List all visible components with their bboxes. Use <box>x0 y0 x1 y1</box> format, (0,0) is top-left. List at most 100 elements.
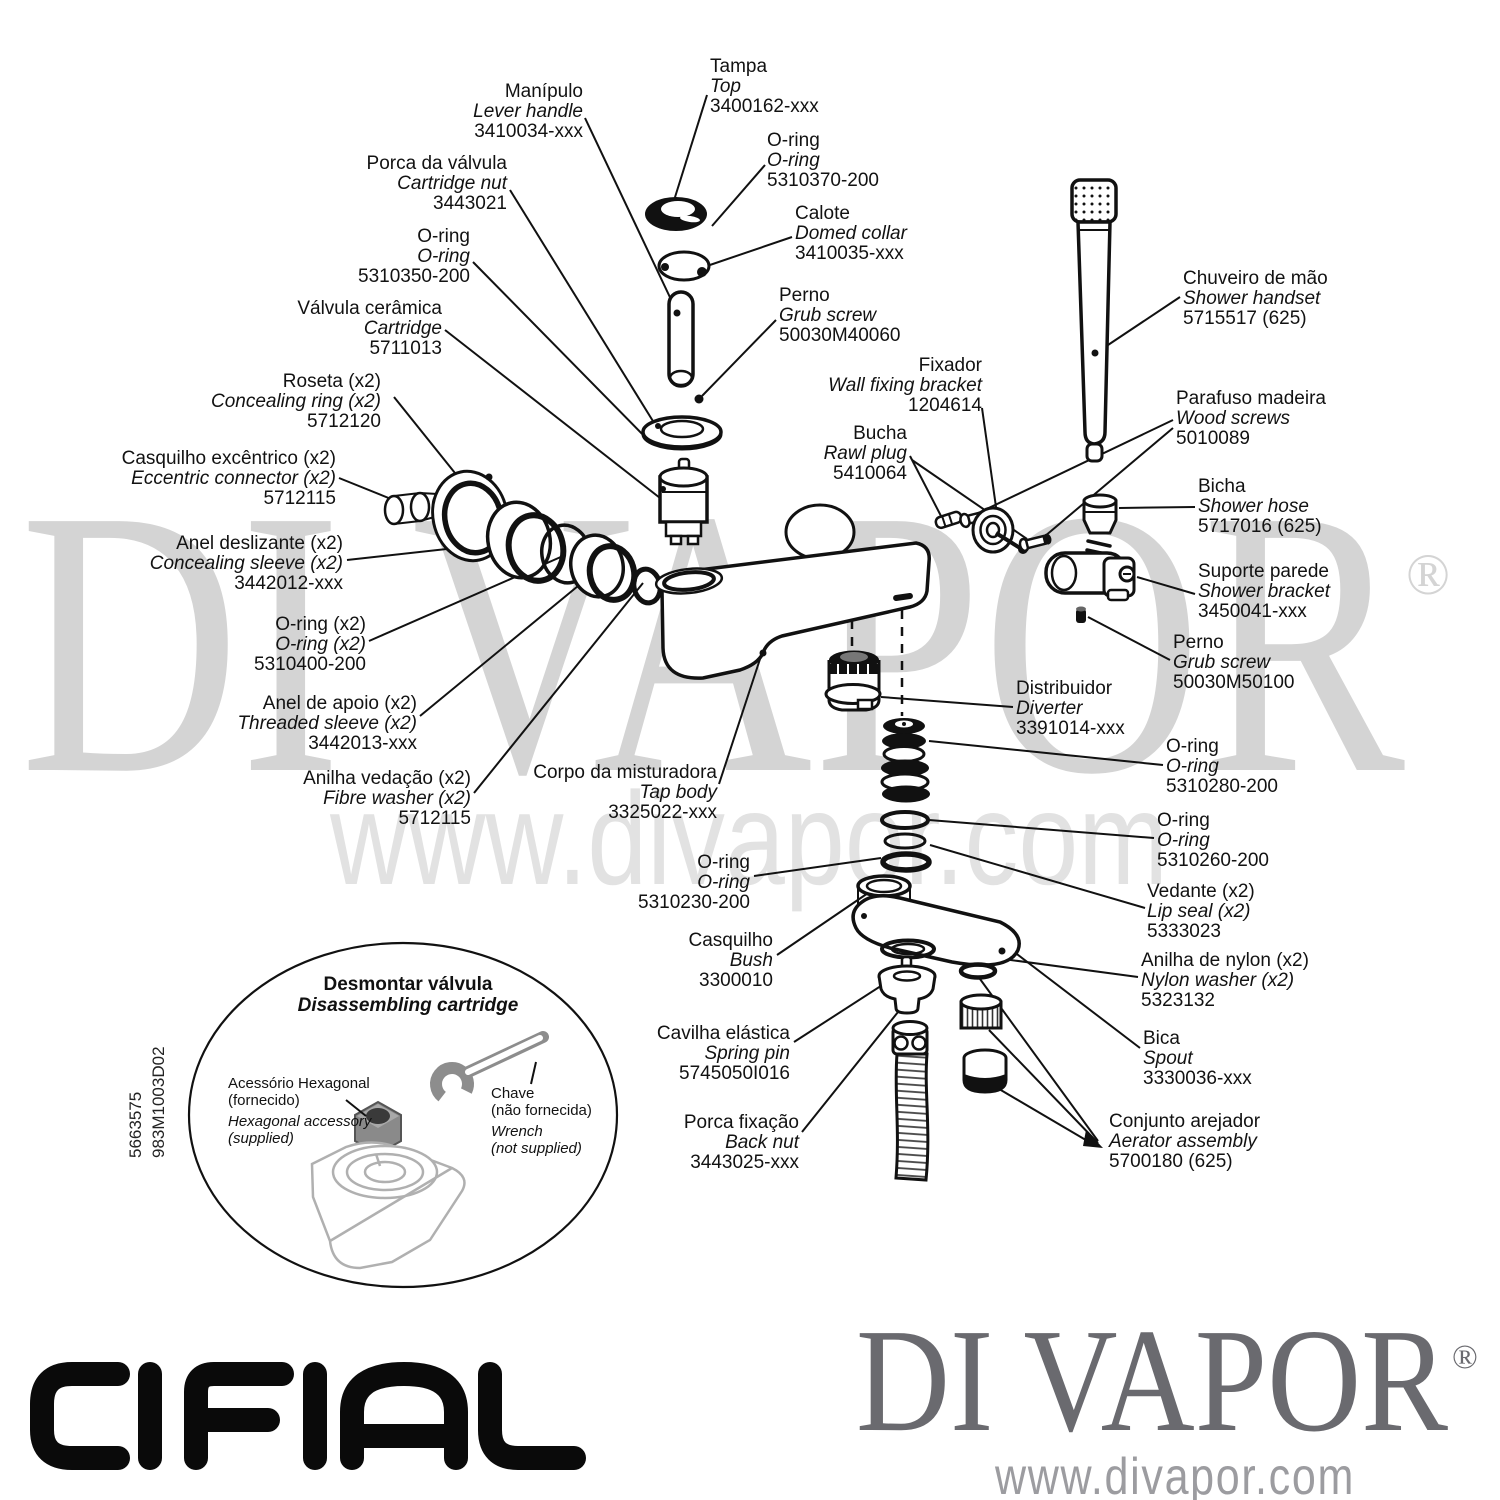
part-name-pt: O-ring <box>767 130 820 151</box>
part-number: 5711013 <box>369 338 442 360</box>
part-label-oring-5310400: O-ring (x2)O-ring (x2)5310400-200 <box>254 614 366 676</box>
part-number: 3450041-xxx <box>1198 601 1307 623</box>
doc-code-2: 983M1003D02 <box>149 1046 168 1158</box>
part-name-en: Wall fixing bracket <box>828 375 982 397</box>
oring-5310230-drawing <box>880 851 932 873</box>
watermark: DI VAPOR ® www.divapor.com <box>20 432 1450 912</box>
part-name-en: Rawl plug <box>823 443 907 465</box>
part-name-en: Aerator assembly <box>1109 1131 1257 1153</box>
part-number: 5310260-200 <box>1157 850 1269 872</box>
aerator-arrowhead <box>1083 1130 1103 1148</box>
part-name-pt: Casquilho excêntrico (x2) <box>121 448 336 469</box>
part-number: 5715517 (625) <box>1183 308 1307 330</box>
part-name-pt: O-ring <box>1166 736 1219 757</box>
wood-screw-2-drawing <box>1018 533 1052 553</box>
part-name-en: Domed collar <box>795 223 907 245</box>
part-name-pt: Distribuidor <box>1016 678 1113 699</box>
watermark-registered-icon: ® <box>1406 542 1450 607</box>
part-label-nylon-washer: Anilha de nylon (x2)Nylon washer (x2)532… <box>1141 950 1309 1011</box>
cartridge-nut-drawing <box>641 415 723 451</box>
hexagonal-accessory-drawing <box>354 1100 402 1156</box>
lever-handle-drawing <box>667 290 695 388</box>
part-name-pt: Suporte parede <box>1198 561 1329 582</box>
part-name-en: O-ring <box>417 246 470 268</box>
part-name-pt: Casquilho <box>688 930 774 951</box>
part-name-pt: Tampa <box>710 56 768 77</box>
part-number: 5310230-200 <box>638 892 750 914</box>
shower-handset-drawing <box>1070 178 1118 463</box>
part-number: 3330036-xxx <box>1143 1068 1252 1090</box>
part-name-pt: Perno <box>1173 632 1224 653</box>
part-name-pt: O-ring <box>417 226 470 247</box>
part-name-en: Eccentric connector (x2) <box>131 468 336 490</box>
part-name-pt: Anilha de nylon (x2) <box>1141 950 1309 971</box>
part-name-en: O-ring <box>767 150 820 172</box>
part-number: 5310400-200 <box>254 654 366 676</box>
part-name-pt: Válvula cerâmica <box>297 298 442 319</box>
part-name-pt: Bucha <box>853 423 907 444</box>
inset-hex-pt2: (fornecido) <box>228 1091 300 1109</box>
part-name-pt: O-ring <box>697 852 750 873</box>
divapor-logo-text: DI VAPOR <box>856 1299 1448 1463</box>
part-number: 50030M50100 <box>1173 672 1295 694</box>
part-name-en: Grub screw <box>1173 652 1271 674</box>
grub-screw-right-drawing <box>1076 606 1086 623</box>
part-label-fibre-washer: Anilha vedação (x2)Fibre washer (x2)5712… <box>303 768 471 830</box>
part-number: 5333023 <box>1147 921 1221 943</box>
spout-drawing <box>851 874 1021 967</box>
inset-wrench-en2: (not supplied) <box>491 1139 582 1157</box>
part-name-en: Cartridge <box>363 318 442 340</box>
part-number: 5712115 <box>398 808 471 830</box>
part-name-en: Concealing sleeve (x2) <box>149 553 343 575</box>
part-number: 3300010 <box>699 970 773 992</box>
part-number: 5712120 <box>307 411 381 433</box>
inset-title: Desmontar válvula Disassembling cartridg… <box>243 974 573 1017</box>
part-name-en: Threaded sleeve (x2) <box>237 713 417 735</box>
part-name-en: Nylon washer (x2) <box>1141 970 1295 992</box>
part-name-pt: Roseta (x2) <box>282 371 381 392</box>
inset-title-pt: Desmontar válvula <box>323 974 493 995</box>
wrench-drawing <box>430 1031 549 1106</box>
part-number: 5410064 <box>833 463 907 485</box>
part-name-pt: Cavilha elástica <box>656 1023 790 1044</box>
part-name-en: Tap body <box>639 782 717 804</box>
part-name-pt: Calote <box>795 203 850 224</box>
part-label-lip-seal: Vedante (x2)Lip seal (x2)5333023 <box>1147 881 1255 943</box>
part-name-pt: O-ring (x2) <box>275 614 366 635</box>
part-name-en: Shower bracket <box>1198 581 1331 603</box>
part-name-en: Wood screws <box>1176 408 1291 430</box>
part-name-pt: Porca fixação <box>683 1112 799 1133</box>
part-number: 3443025-xxx <box>690 1152 799 1174</box>
cifial-logo <box>30 1362 586 1470</box>
part-name-en: Back nut <box>725 1132 799 1154</box>
part-name-en: O-ring <box>1166 756 1219 778</box>
part-number: 5700180 (625) <box>1109 1151 1233 1173</box>
part-name-en: O-ring <box>697 872 750 894</box>
part-name-en: O-ring (x2) <box>275 634 366 656</box>
part-name-pt: Anilha vedação (x2) <box>303 768 471 789</box>
part-name-en: Lip seal (x2) <box>1147 901 1251 923</box>
part-name-pt: Chuveiro de mão <box>1183 268 1328 289</box>
part-name-en: Shower handset <box>1183 288 1321 310</box>
part-name-pt: Perno <box>779 285 830 306</box>
part-name-en: Diverter <box>1016 698 1083 720</box>
inset-title-en: Disassembling cartridge <box>297 994 519 1016</box>
part-number: 3443021 <box>433 193 507 215</box>
part-number: 3442013-xxx <box>308 733 417 755</box>
part-name-pt: Anel deslizante (x2) <box>176 533 343 554</box>
